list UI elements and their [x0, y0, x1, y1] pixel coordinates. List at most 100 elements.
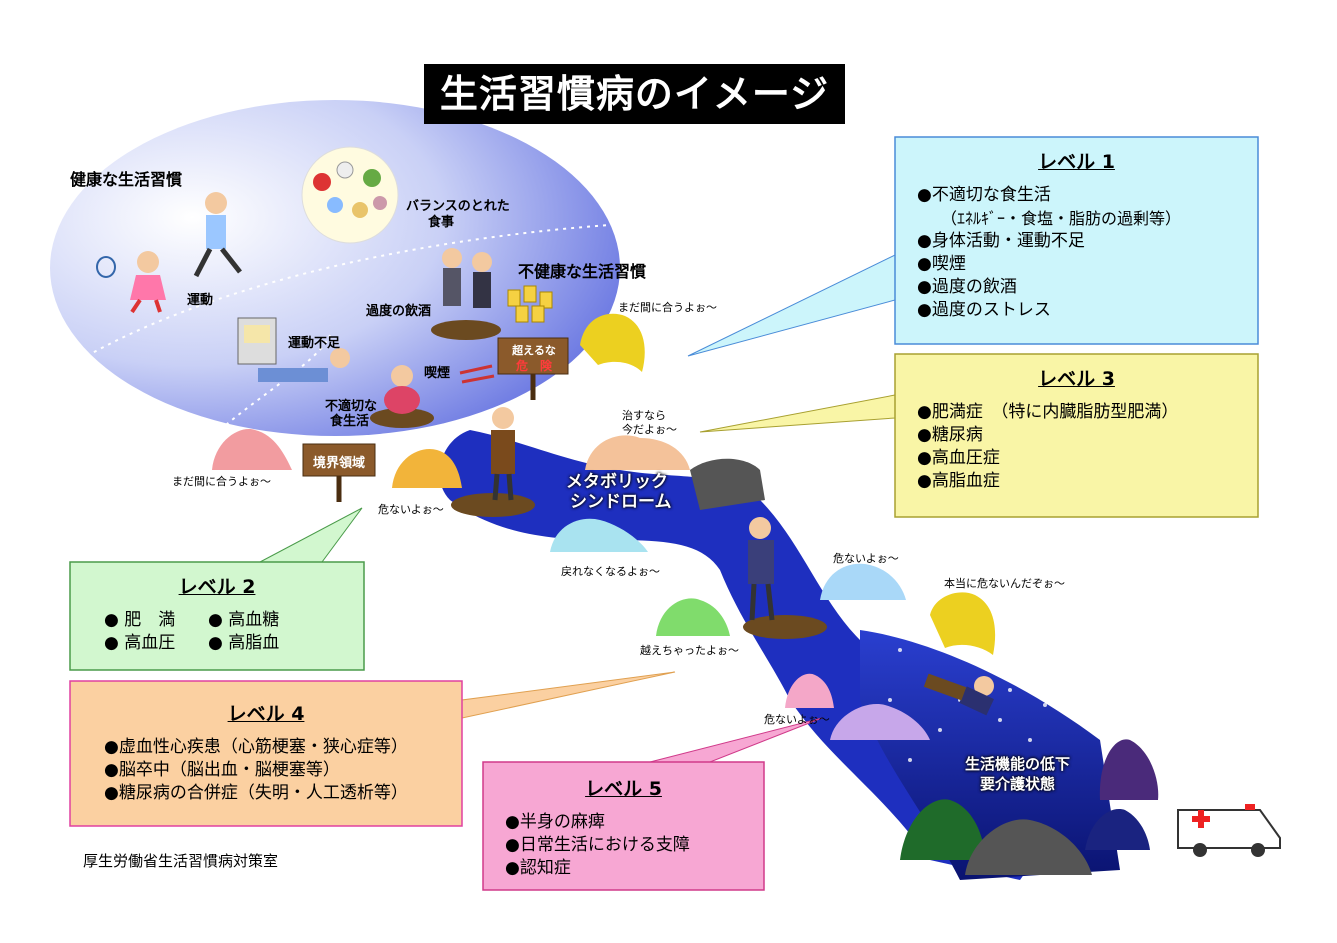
label-drinking: 過度の飲酒 — [366, 304, 432, 319]
border-sign — [302, 443, 376, 477]
level2-box-bg — [69, 561, 365, 671]
meal-plate-icon — [301, 146, 399, 244]
lifestyle-region — [50, 100, 620, 436]
ambulance-icon — [1177, 804, 1281, 857]
callout-pointer — [699, 394, 896, 433]
level3-item: ●糖尿病 — [917, 425, 983, 445]
level3-item: ●肥満症 （特に内臓脂肪型肥満） — [917, 402, 1179, 422]
callout-pointer — [461, 671, 676, 719]
footer-credit: 厚生労働省生活習慣病対策室 — [83, 852, 279, 870]
blob-speech-2: まだ間に合うよぉ～ — [172, 475, 271, 488]
level4-item: ●脳卒中（脳出血・脳梗塞等） — [104, 760, 340, 780]
man-on-raft-2-icon — [748, 517, 775, 621]
label-exercise: 運動 — [187, 293, 214, 308]
rock — [690, 458, 765, 510]
blob-speech-1: まだ間に合うよぉ～ — [618, 301, 717, 314]
person-running-icon — [193, 192, 242, 278]
level4-box: レベル 4 ●虚血性心疾患（心筋梗塞・狭心症等） ●脳卒中（脳出血・脳梗塞等） … — [70, 681, 462, 826]
river-label-decline-2: 要介護状態 — [980, 775, 1056, 793]
callout-pointer — [687, 254, 896, 357]
healthy-header: 健康な生活習慣 — [70, 170, 183, 189]
raft — [743, 615, 827, 639]
level3-item: ●高血圧症 — [917, 448, 1000, 468]
level4-title: レベル 4 — [227, 703, 305, 725]
level4-item: ●虚血性心疾患（心筋梗塞・狭心症等） — [104, 737, 408, 757]
blob-yellow-2-icon — [930, 592, 996, 655]
danger-sign — [497, 337, 569, 375]
level5-item: ●半身の麻痺 — [505, 812, 605, 832]
level3-item: ●高脂血症 — [917, 471, 1000, 491]
level1-item: ●身体活動・運動不足 — [917, 231, 1085, 251]
man-on-raft-icon — [491, 407, 515, 501]
tv-screen — [244, 325, 270, 343]
raft — [431, 320, 501, 340]
level2-item: ● 高血糖 — [208, 610, 280, 630]
level1-item: ●喫煙 — [917, 254, 966, 274]
blob-lightblue-2-icon — [820, 563, 906, 600]
blob-speech-8: 越えちゃったよぉ～ — [640, 644, 739, 657]
level2-title: レベル 2 — [178, 576, 256, 598]
river-label-metabo-2: シンドローム — [570, 492, 672, 512]
level2-box: レベル 2 ● 肥 満 ● 高血糖 ● 高血圧 ● 高脂血 — [70, 562, 364, 670]
blob-purple-icon — [830, 704, 930, 740]
men-drinking-icon — [442, 248, 492, 308]
level1-item: （ｴﾈﾙｷﾞｰ・食塩・脂肪の過剰等） — [941, 209, 1182, 228]
unhealthy-header: 不健康な生活習慣 — [518, 262, 647, 281]
level1-box: レベル 1 ●不適切な食生活 （ｴﾈﾙｷﾞｰ・食塩・脂肪の過剰等） ●身体活動・… — [895, 137, 1258, 344]
level1-box-bg — [894, 136, 1259, 345]
blob-speech-9: 危ないよぉ～ — [764, 713, 830, 726]
level4-box-bg — [69, 680, 463, 827]
blob-green-icon — [656, 598, 730, 636]
blob-darkgreen-icon — [900, 799, 985, 860]
level3-title: レベル 3 — [1038, 368, 1115, 390]
man-lying-icon — [258, 348, 350, 382]
label-balanced-meal-2: 食事 — [428, 215, 455, 230]
level3-box-bg — [894, 353, 1259, 518]
raft — [370, 408, 434, 428]
blob-speech-6: 危ないよぉ～ — [833, 552, 899, 565]
label-balanced-meal-1: バランスのとれた — [406, 199, 510, 214]
blob-yellow-icon — [580, 313, 645, 372]
level1-item: ●過度のストレス — [917, 300, 1051, 320]
blob-orange-icon — [392, 448, 462, 488]
raft — [451, 493, 535, 517]
blob-speech-7: 本当に危ないんだぞぉ～ — [944, 577, 1065, 590]
boundary-line — [219, 334, 331, 431]
beer-mugs-icon — [507, 285, 553, 323]
blob-speech-4: 危ないよぉ～ — [378, 503, 444, 516]
blob-beige-icon — [585, 435, 690, 470]
blob-speech-3: 治すなら — [622, 409, 666, 422]
blob-darkblue-icon — [1085, 809, 1150, 850]
danger-sign-text-1: 超えるな — [512, 344, 556, 357]
level1-item: ●不適切な食生活 — [917, 185, 1051, 205]
blob-gray-icon — [965, 819, 1092, 875]
food-items-icon — [313, 161, 387, 218]
blob-pink-2-icon — [785, 673, 834, 708]
cigarettes-icon — [459, 364, 495, 384]
level2-item: ● 高脂血 — [208, 633, 280, 653]
blob-speech-5: 戻れなくなるよぉ～ — [561, 565, 660, 578]
level5-box: レベル 5 ●半身の麻痺 ●日常生活における支障 ●認知症 — [483, 762, 764, 890]
danger-sign-text-2: 危 険 — [515, 359, 552, 373]
border-sign-text: 境界領域 — [312, 456, 365, 471]
level5-title: レベル 5 — [585, 778, 662, 800]
level1-item: ●過度の飲酒 — [917, 277, 1017, 297]
girl-tennis-icon — [96, 251, 166, 314]
label-bad-diet-1: 不適切な — [325, 399, 378, 414]
blob-lightblue-icon — [550, 518, 648, 552]
blob-pink-icon — [212, 429, 292, 470]
level2-item: ● 肥 満 — [104, 610, 176, 630]
callout-pointer — [259, 507, 363, 563]
level3-box: レベル 3 ●肥満症 （特に内臓脂肪型肥満） ●糖尿病 ●高血圧症 ●高脂血症 — [895, 354, 1258, 517]
level5-item: ●日常生活における支障 — [505, 835, 690, 855]
water-sparkles — [888, 648, 1062, 762]
man-falling-icon — [923, 673, 994, 716]
blob-darkpurple-icon — [1099, 739, 1159, 800]
level4-item: ●糖尿病の合併症（失明・人工透析等） — [104, 783, 408, 803]
label-lack-exercise: 運動不足 — [288, 336, 341, 351]
label-smoking: 喫煙 — [424, 366, 451, 381]
label-bad-diet-2: 食生活 — [330, 414, 370, 429]
boundary-line — [79, 224, 611, 361]
blob-speech-3b: 今だよぉ～ — [622, 423, 677, 436]
